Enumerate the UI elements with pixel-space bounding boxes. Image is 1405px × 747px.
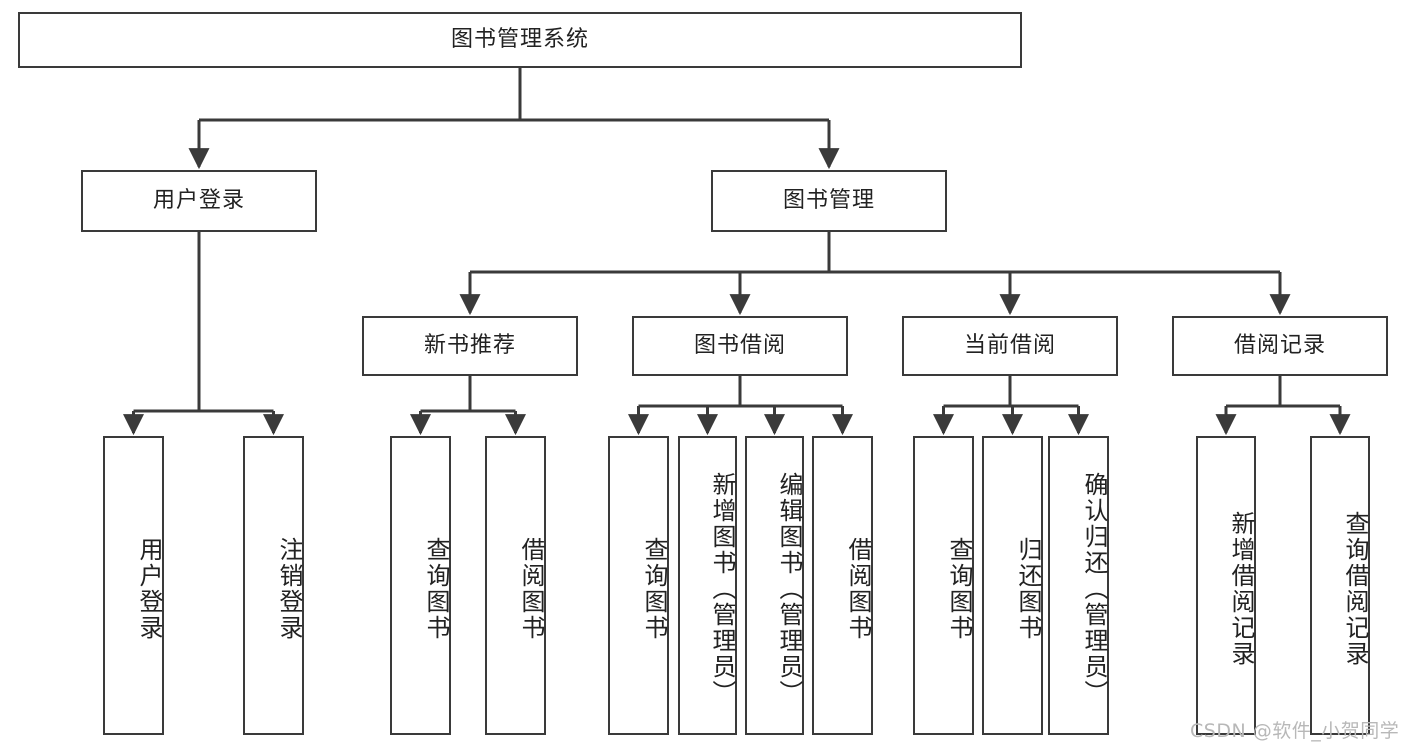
node-label: 用户登录: [152, 187, 245, 213]
node-label: 用户登录: [135, 536, 163, 641]
node-new-book-recommend[interactable]: 新书推荐: [362, 316, 578, 376]
node-label: 查询图书: [640, 536, 668, 641]
node-label: 图书借阅: [693, 332, 786, 358]
node-leaf-query-book-2[interactable]: 查询图书: [608, 436, 669, 735]
node-label: 借阅图书: [517, 536, 545, 641]
node-leaf-borrow-book-2[interactable]: 借阅图书: [812, 436, 873, 735]
node-label: 图书管理系统: [450, 26, 589, 52]
node-leaf-borrow-book-1[interactable]: 借阅图书: [485, 436, 546, 735]
node-leaf-user-login[interactable]: 用户登录: [103, 436, 164, 735]
node-leaf-query-book-3[interactable]: 查询图书: [913, 436, 974, 735]
node-label: 新书推荐: [423, 332, 516, 358]
node-leaf-user-logout[interactable]: 注销登录: [243, 436, 304, 735]
node-leaf-confirm-return[interactable]: 确认归还（管理员）: [1048, 436, 1109, 735]
node-leaf-add-book[interactable]: 新增图书（管理员）: [678, 436, 737, 735]
node-label: 确认归还（管理员）: [1080, 471, 1108, 706]
node-current-borrow[interactable]: 当前借阅: [902, 316, 1118, 376]
node-root[interactable]: 图书管理系统: [18, 12, 1022, 68]
node-leaf-edit-book[interactable]: 编辑图书（管理员）: [745, 436, 804, 735]
node-label: 查询图书: [422, 536, 450, 641]
node-label: 新增图书（管理员）: [708, 471, 736, 706]
node-label: 查询借阅记录: [1341, 510, 1369, 667]
node-book-borrow[interactable]: 图书借阅: [632, 316, 848, 376]
node-label: 归还图书: [1014, 536, 1042, 641]
node-label: 新增借阅记录: [1227, 510, 1255, 667]
node-label: 当前借阅: [963, 332, 1056, 358]
node-user-login[interactable]: 用户登录: [81, 170, 317, 232]
node-label: 借阅记录: [1233, 332, 1326, 358]
node-label: 注销登录: [275, 536, 303, 641]
node-leaf-query-book-1[interactable]: 查询图书: [390, 436, 451, 735]
node-borrow-record[interactable]: 借阅记录: [1172, 316, 1388, 376]
node-book-manage[interactable]: 图书管理: [711, 170, 947, 232]
node-label: 借阅图书: [844, 536, 872, 641]
node-label: 编辑图书（管理员）: [775, 471, 803, 706]
node-label: 图书管理: [782, 187, 875, 213]
node-leaf-query-borrow-record[interactable]: 查询借阅记录: [1310, 436, 1370, 735]
node-leaf-return-book[interactable]: 归还图书: [982, 436, 1043, 735]
node-label: 查询图书: [945, 536, 973, 641]
node-leaf-add-borrow-record[interactable]: 新增借阅记录: [1196, 436, 1256, 735]
